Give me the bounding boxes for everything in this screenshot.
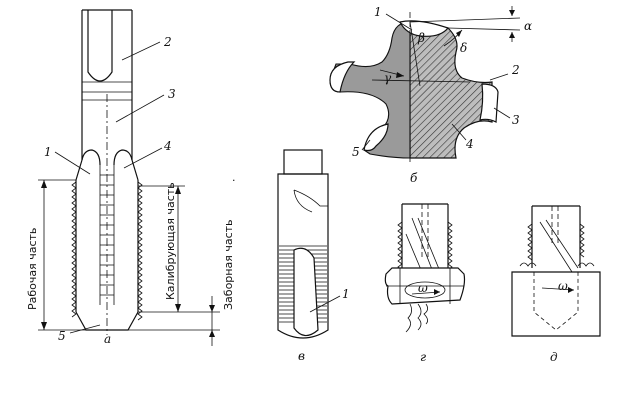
section-hatched-half xyxy=(409,21,493,159)
angle-alpha: α xyxy=(524,19,532,33)
fig-a-label-5: 5 xyxy=(58,329,66,343)
fig-b-label-1: 1 xyxy=(374,5,382,19)
fig-d-caption: д xyxy=(550,350,558,364)
blind-hole xyxy=(533,272,579,331)
tap-shank xyxy=(81,10,133,160)
fig-v-label-1: 1 xyxy=(342,287,350,301)
calibrating-part-label: Калибрующая часть xyxy=(164,182,177,300)
fig-b-caption: б xyxy=(410,171,418,185)
angle-gamma: γ xyxy=(384,71,392,85)
figure-a-tap: 2 3 4 1 5 а Рабочая часть Калибрующая ча… xyxy=(26,9,236,346)
svg-text:·: · xyxy=(232,174,236,187)
tap-v-flute xyxy=(293,247,319,337)
figure-v-tap: 1 в xyxy=(277,149,350,363)
fig-g-omega: ω xyxy=(418,281,428,295)
fig-a-label-1: 1 xyxy=(44,145,52,159)
angle-delta: δ xyxy=(460,41,467,55)
fig-b-label-2: 2 xyxy=(511,63,520,77)
figure-b-cross-section: 1 2 3 4 5 β δ γ α б xyxy=(329,5,532,185)
fig-a-label-2: 2 xyxy=(163,35,172,49)
fig-g-caption: г xyxy=(420,350,426,364)
intake-part-label: Заборная часть xyxy=(222,219,235,310)
tap-flute-right xyxy=(113,149,133,166)
thread-right xyxy=(137,181,143,321)
tooth-edge-5 xyxy=(363,123,389,152)
fig-b-label-4: 4 xyxy=(465,137,474,151)
angle-beta: β xyxy=(417,31,425,45)
tap-v-square xyxy=(283,149,323,175)
thread-left xyxy=(71,181,77,318)
fig-v-caption: в xyxy=(298,349,305,363)
workpiece xyxy=(511,271,601,337)
fig-a-caption: а xyxy=(104,332,111,346)
working-part-label: Рабочая часть xyxy=(26,228,39,310)
tooth-edge-left xyxy=(329,61,356,93)
fig-b-label-3: 3 xyxy=(512,113,520,127)
fig-a-label-4: 4 xyxy=(163,139,172,153)
figure-d-tapping: ω д xyxy=(511,205,601,364)
fig-b-label-5: 5 xyxy=(352,145,360,159)
tap-square-end xyxy=(87,10,113,82)
tap-d-body xyxy=(531,205,581,268)
figure-g-tapping: ω г xyxy=(384,203,466,364)
tap-chamfer xyxy=(75,311,139,331)
tap-flute-left xyxy=(81,149,101,166)
fig-d-omega: ω xyxy=(558,279,568,293)
tap-v-body xyxy=(277,173,329,339)
tooth-edge-3 xyxy=(479,83,499,123)
fig-a-label-3: 3 xyxy=(168,87,176,101)
